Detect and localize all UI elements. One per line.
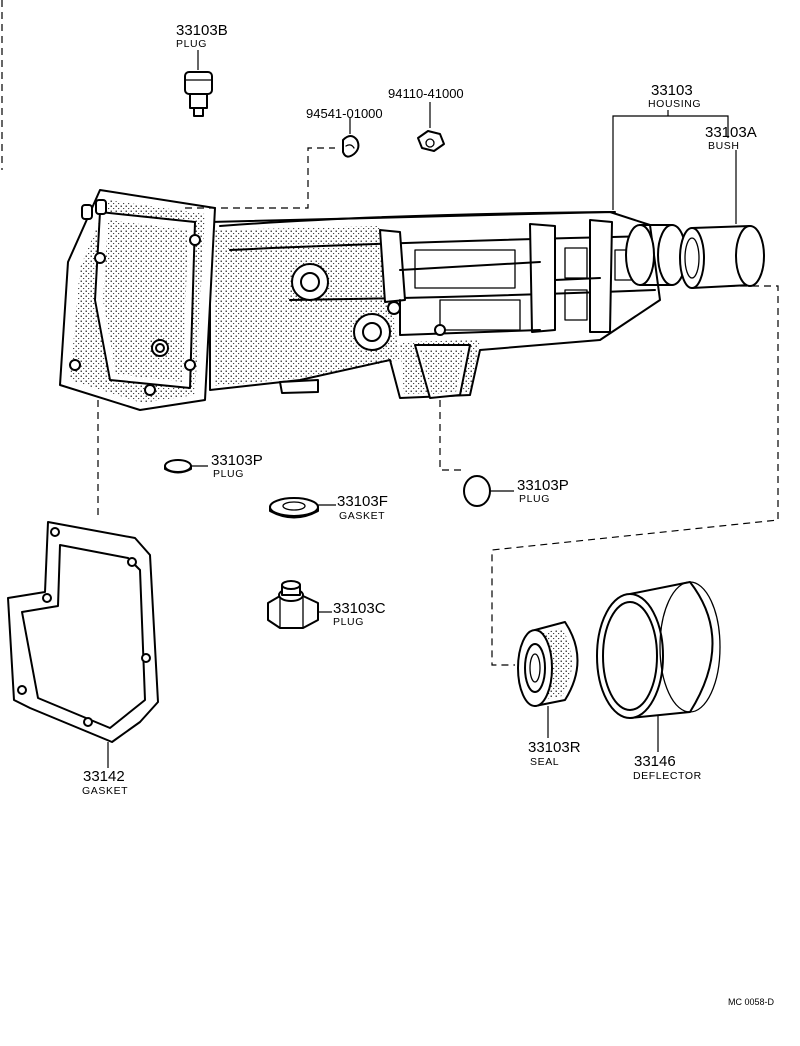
label-33146: 33146 DEFLECTOR xyxy=(633,753,702,782)
svg-text:33142: 33142 xyxy=(83,768,125,785)
plug-33103b-drawing xyxy=(184,50,213,117)
reference-code: MC 0058-D xyxy=(728,997,775,1007)
bush-33103a-drawing xyxy=(679,225,765,289)
housing-33103-drawing xyxy=(59,189,765,411)
svg-text:HOUSING: HOUSING xyxy=(648,98,701,110)
svg-text:33103C: 33103C xyxy=(333,600,386,617)
svg-text:GASKET: GASKET xyxy=(82,785,128,797)
svg-text:GASKET: GASKET xyxy=(339,510,385,522)
svg-text:33103P: 33103P xyxy=(211,452,263,469)
leader-housing xyxy=(612,115,729,210)
plug-33103c-drawing xyxy=(267,580,332,629)
svg-text:PLUG: PLUG xyxy=(333,616,364,628)
label-33103a-bush: 33103A BUSH xyxy=(705,124,757,152)
label-33103f: 33103F GASKET xyxy=(337,493,388,522)
svg-text:SEAL: SEAL xyxy=(530,756,559,768)
seal-33103r-drawing xyxy=(517,621,579,738)
plug-33103p-left-drawing xyxy=(164,459,208,474)
label-33103p-left: 33103P PLUG xyxy=(211,452,263,480)
gasket-33103f-drawing xyxy=(269,497,336,519)
svg-text:33103P: 33103P xyxy=(517,477,569,494)
svg-text:PLUG: PLUG xyxy=(213,468,244,480)
svg-text:94110-41000: 94110-41000 xyxy=(388,86,464,101)
svg-text:33103B: 33103B xyxy=(176,22,228,39)
svg-text:DEFLECTOR: DEFLECTOR xyxy=(633,770,702,782)
label-33103-housing: 33103 HOUSING xyxy=(648,82,701,110)
label-33142: 33142 GASKET xyxy=(82,768,128,797)
svg-text:33103: 33103 xyxy=(651,82,693,99)
plug-33103p-right-drawing xyxy=(463,475,514,507)
label-33103b: 33103B PLUG xyxy=(176,22,228,50)
gasket-33142-drawing xyxy=(7,521,159,768)
label-33103r: 33103R SEAL xyxy=(528,739,581,768)
nut-94110-drawing xyxy=(417,102,445,152)
svg-text:33103F: 33103F xyxy=(337,493,388,510)
dash-clip-to-housing xyxy=(185,147,335,209)
svg-text:33146: 33146 xyxy=(634,753,676,770)
svg-text:33103R: 33103R xyxy=(528,739,581,756)
svg-text:BUSH: BUSH xyxy=(708,140,740,152)
label-94541: 94541-01000 xyxy=(306,106,383,121)
svg-text:PLUG: PLUG xyxy=(519,493,550,505)
deflector-33146-drawing xyxy=(596,581,721,752)
label-94110: 94110-41000 xyxy=(388,86,464,101)
svg-text:94541-01000: 94541-01000 xyxy=(306,106,383,121)
svg-text:33103A: 33103A xyxy=(705,124,757,141)
dash-housing-to-seal xyxy=(491,285,779,666)
label-33103c: 33103C PLUG xyxy=(333,600,386,628)
clip-94541-drawing xyxy=(342,118,360,158)
label-33103p-right: 33103P PLUG xyxy=(517,477,569,505)
svg-text:PLUG: PLUG xyxy=(176,38,207,50)
dash-housing-to-plug-p xyxy=(439,400,465,471)
